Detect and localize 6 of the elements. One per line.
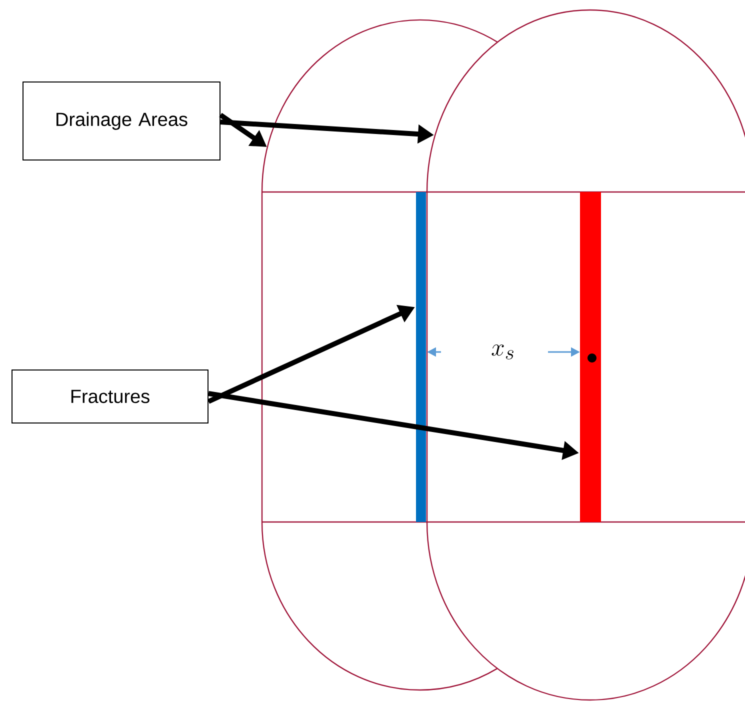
dimension-label: $x_s$ bbox=[492, 344, 514, 360]
fracture-bar bbox=[416, 192, 426, 522]
label-box: Fractures bbox=[12, 369, 208, 424]
fracture-bar bbox=[580, 192, 601, 522]
label-box: Drainage Areas bbox=[22, 82, 220, 160]
drainage-area bbox=[426, 9, 745, 701]
